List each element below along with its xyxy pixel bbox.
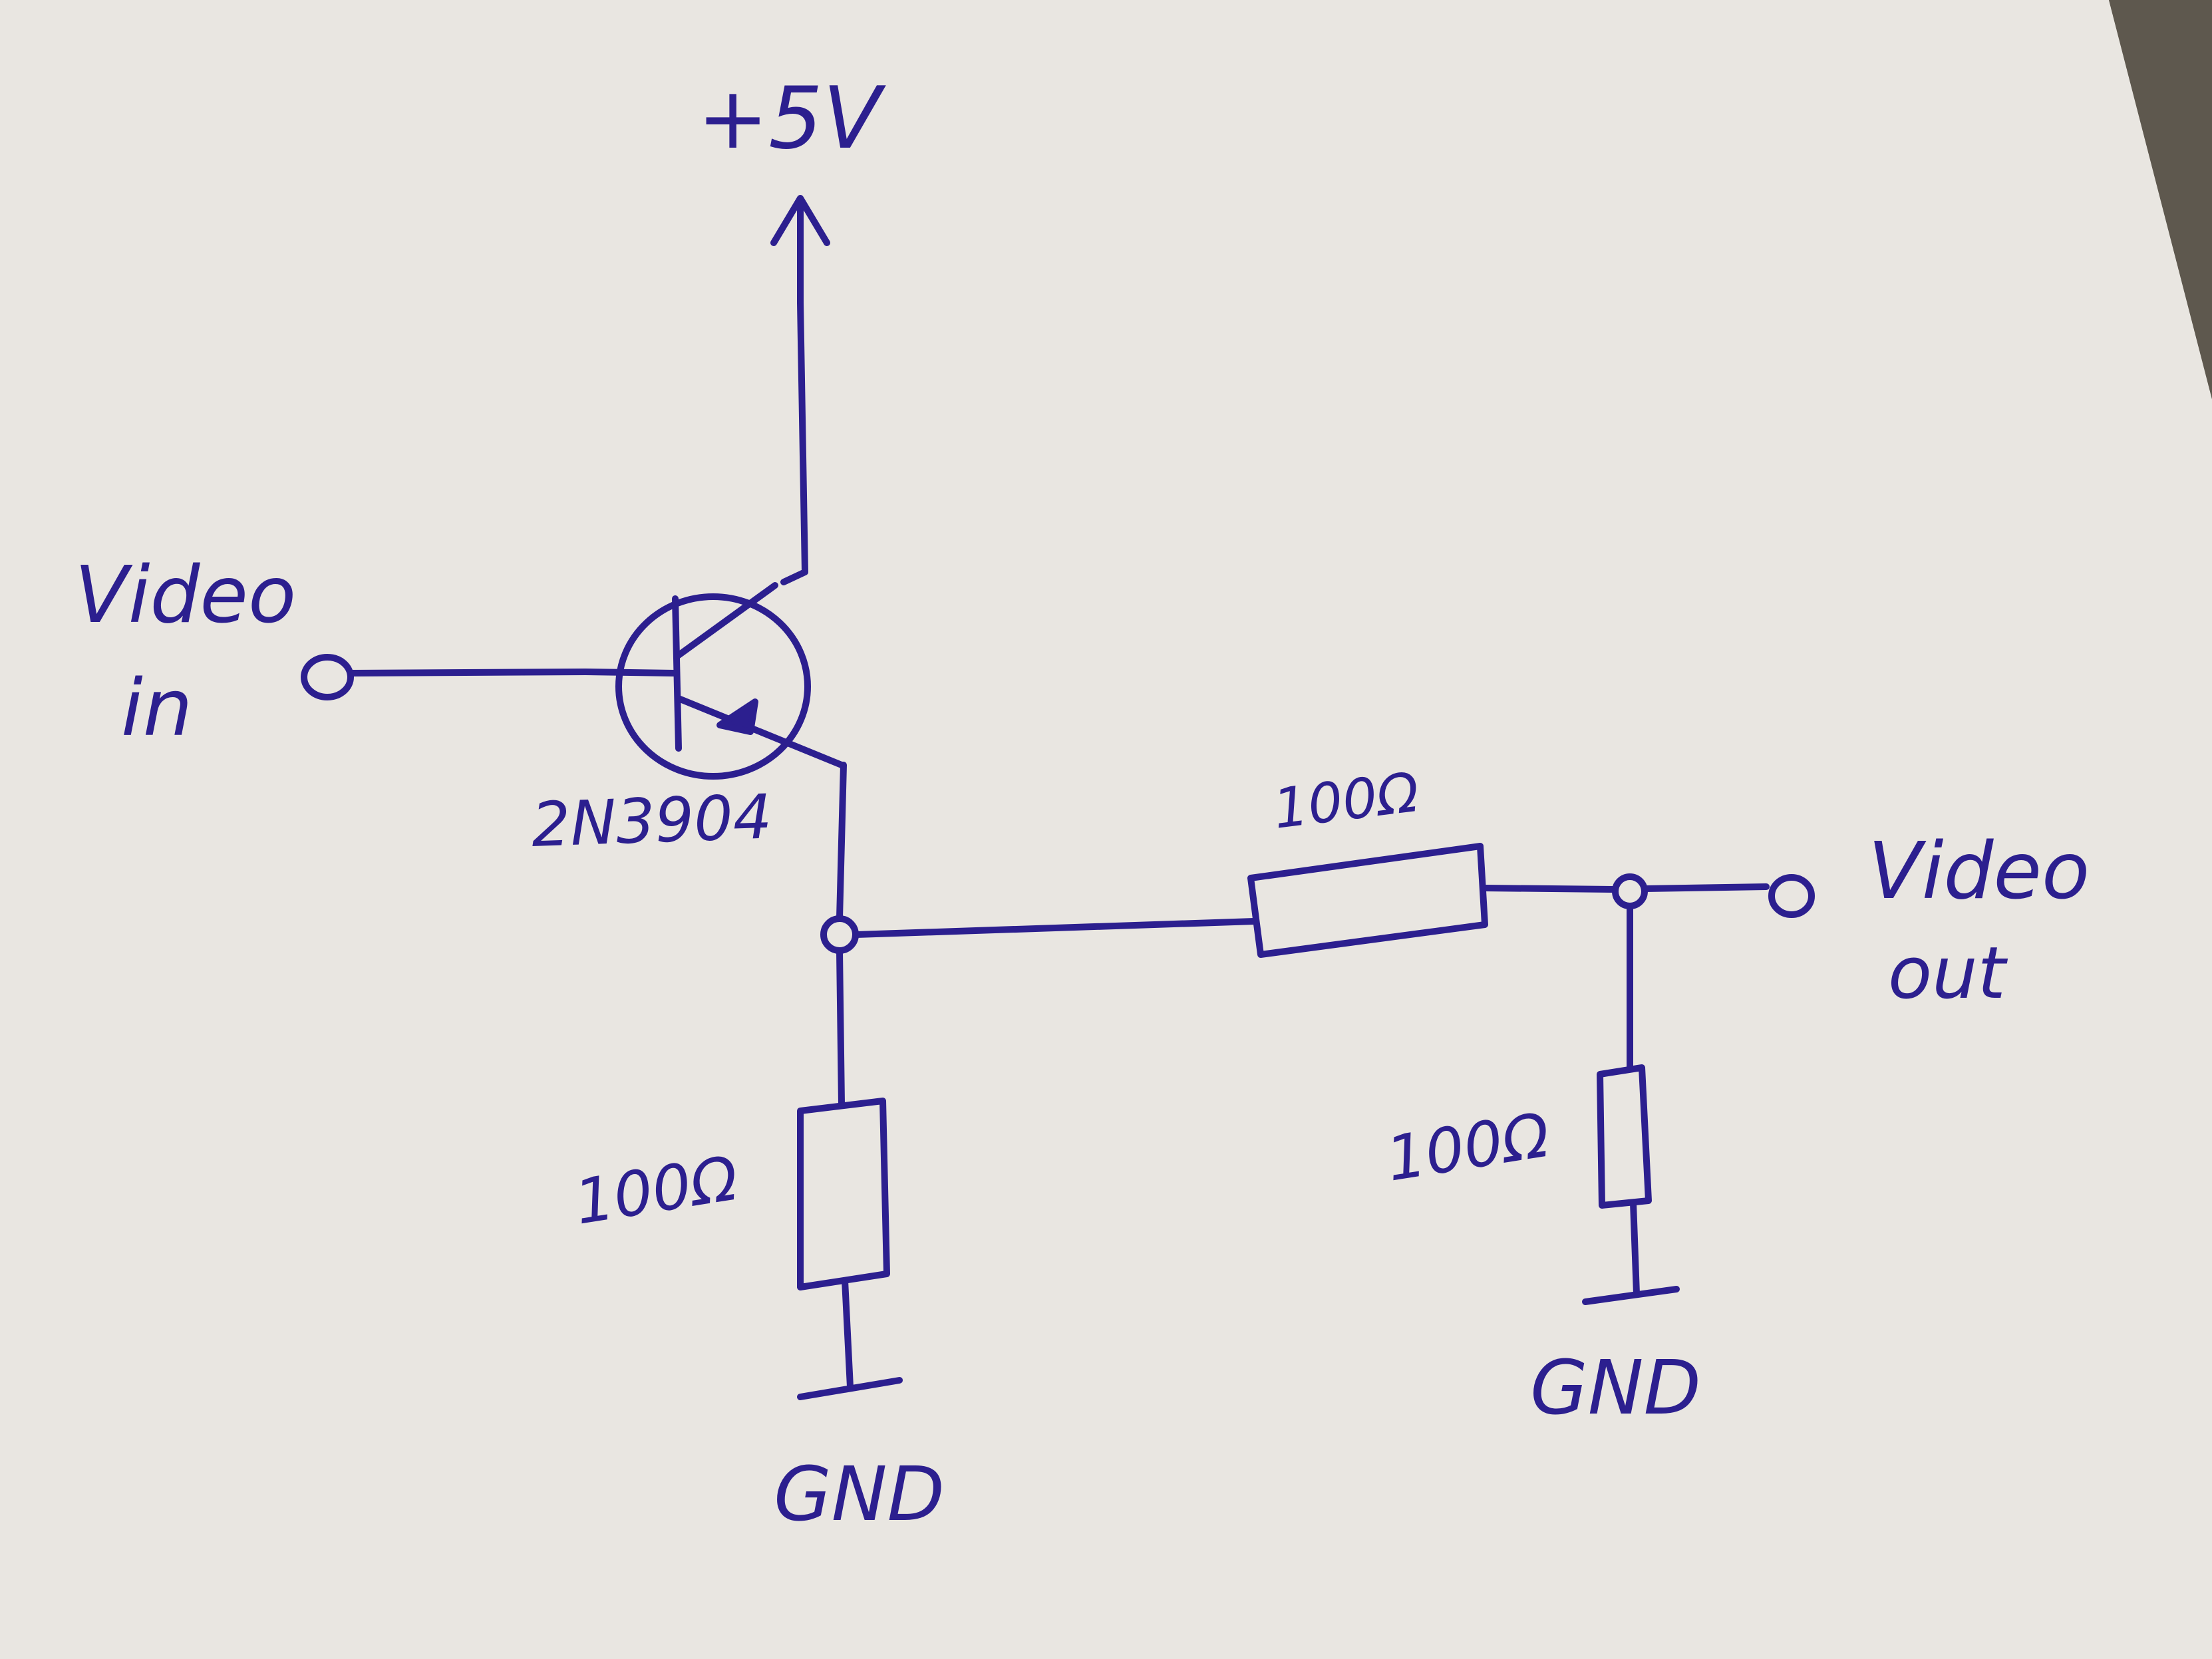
output-wire-right bbox=[1482, 885, 1617, 893]
ground-left-icon bbox=[797, 1377, 903, 1400]
shunt-ground-lead bbox=[1630, 1199, 1640, 1297]
input-wire bbox=[347, 669, 679, 677]
paper-shadow-edge bbox=[2109, 0, 2212, 399]
series-resistor bbox=[1247, 843, 1488, 958]
transistor-body bbox=[615, 593, 811, 780]
output-wire-left bbox=[853, 918, 1257, 938]
output-label-line2: out bbox=[1888, 932, 2008, 1015]
emitter-wire bbox=[836, 762, 847, 921]
emitter-resistor bbox=[797, 1098, 890, 1290]
input-label-line1: Video bbox=[75, 549, 296, 641]
gnd-right-label: GND bbox=[1530, 1345, 1701, 1432]
gnd-left-label: GND bbox=[774, 1451, 945, 1538]
input-terminal bbox=[301, 654, 354, 700]
collector-wire bbox=[780, 299, 808, 585]
transistor-collector-leg bbox=[675, 582, 778, 659]
transistor-emitter-leg bbox=[675, 695, 845, 768]
shunt-resistor bbox=[1597, 1064, 1652, 1209]
supply-arrow-icon bbox=[770, 195, 830, 306]
ground-right-icon bbox=[1582, 1286, 1680, 1305]
transistor-label: 2N3904 bbox=[530, 781, 773, 861]
output-wire-terminal bbox=[1641, 883, 1770, 892]
emitter-ground-lead bbox=[842, 1277, 854, 1390]
output-terminal bbox=[1768, 874, 1815, 918]
emitter-arrow-icon bbox=[716, 698, 758, 735]
emitter-resistor-lead bbox=[836, 948, 845, 1108]
supply-label: +5V bbox=[697, 69, 886, 168]
output-label-line1: Video bbox=[1868, 825, 2090, 917]
input-label-line2: in bbox=[121, 662, 193, 754]
